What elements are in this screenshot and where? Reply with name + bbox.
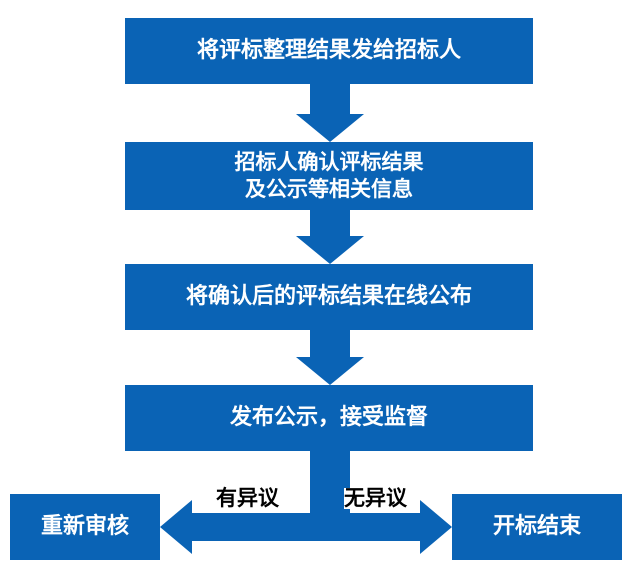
- arrow-step1-to-step2: [296, 84, 364, 142]
- outcome-review-box: 重新审核: [10, 494, 160, 560]
- step-publish-online-label: 将确认后的评标结果在线公布: [185, 283, 472, 309]
- branch-label-no-objection: 无异议: [344, 486, 407, 510]
- step-confirm-results-box: 招标人确认评标结果 及公示等相关信息: [125, 142, 533, 210]
- step-publish-online-box: 将确认后的评标结果在线公布: [125, 264, 533, 330]
- step-send-results-label: 将评标整理结果发给招标人: [196, 37, 461, 63]
- outcome-review-label: 重新审核: [40, 513, 129, 539]
- arrow-branch-horizontal: [160, 500, 452, 554]
- arrow-step3-to-step4: [296, 330, 364, 385]
- step-send-results-box: 将评标整理结果发给招标人: [125, 18, 533, 84]
- arrow-step2-to-step3: [296, 210, 364, 264]
- step-confirm-results-label: 招标人确认评标结果 及公示等相关信息: [234, 149, 424, 201]
- outcome-end-label: 开标结束: [492, 513, 581, 539]
- step-public-notice-label: 发布公示，接受监督: [229, 404, 428, 430]
- step-public-notice-box: 发布公示，接受监督: [125, 385, 533, 451]
- outcome-end-box: 开标结束: [452, 494, 622, 560]
- branch-label-objection: 有异议: [216, 486, 279, 510]
